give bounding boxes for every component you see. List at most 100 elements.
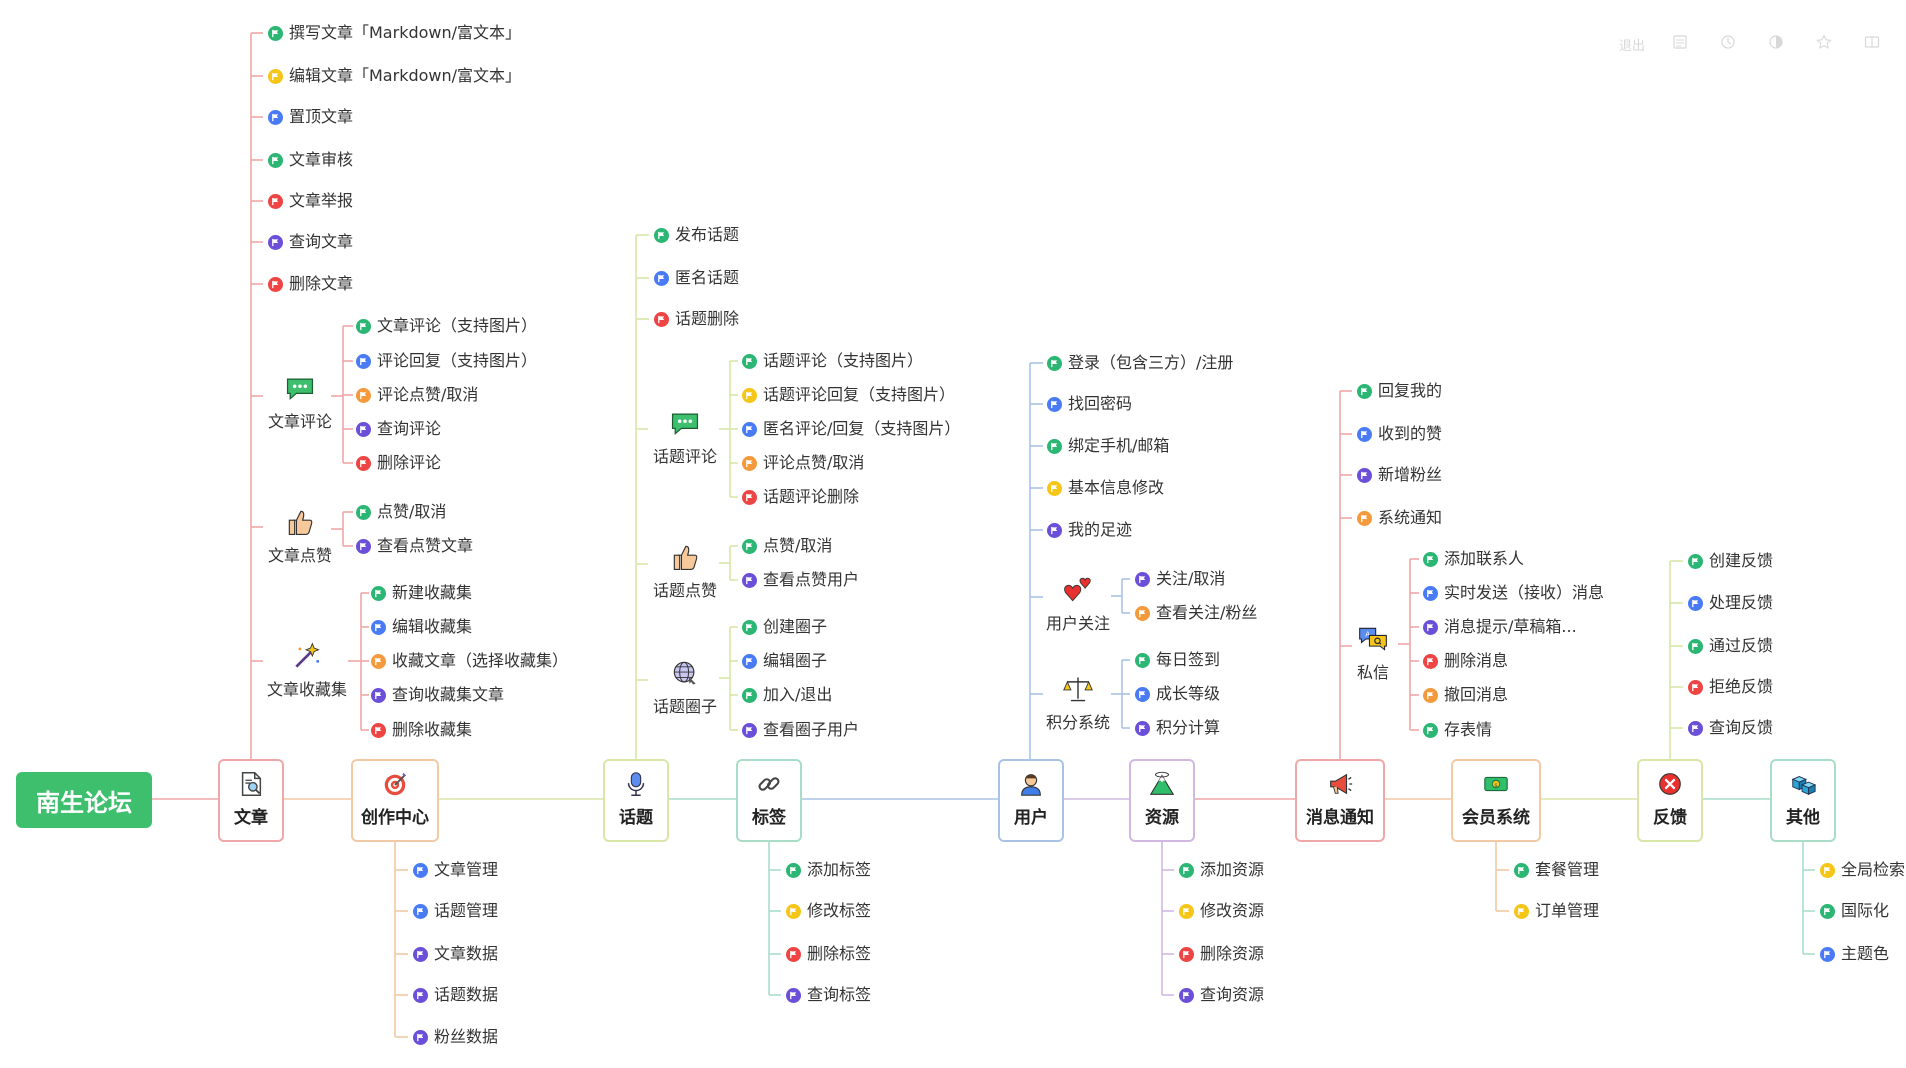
group-topic-comment[interactable]: 话题评论 <box>645 405 725 467</box>
resource-leaf[interactable]: 查询资源 <box>1179 984 1264 1006</box>
notify-leaf[interactable]: 回复我的 <box>1357 380 1442 402</box>
group-article-collect[interactable]: 文章收藏集 <box>267 638 347 700</box>
branch-tag[interactable]: 标签 <box>736 759 802 842</box>
exit-button[interactable]: 退出 <box>1608 26 1656 62</box>
resource-leaf[interactable]: 删除资源 <box>1179 943 1264 965</box>
collect-leaf[interactable]: 查询收藏集文章 <box>371 684 504 706</box>
private-leaf[interactable]: 存表情 <box>1423 719 1492 741</box>
branch-member[interactable]: $会员系统 <box>1451 759 1541 842</box>
creation-leaf[interactable]: 话题管理 <box>413 900 498 922</box>
collect-leaf[interactable]: 收藏文章（选择收藏集） <box>371 650 568 672</box>
branch-user[interactable]: 用户 <box>998 759 1064 842</box>
topic-comment-leaf[interactable]: 话题评论删除 <box>742 486 859 508</box>
points-leaf[interactable]: 成长等级 <box>1135 683 1220 705</box>
group-topic-circle[interactable]: 话题圈子 <box>645 655 725 717</box>
tag-leaf[interactable]: 删除标签 <box>786 943 871 965</box>
tag-leaf[interactable]: 查询标签 <box>786 984 871 1006</box>
private-leaf[interactable]: 消息提示/草稿箱... <box>1423 616 1577 638</box>
circle-leaf[interactable]: 编辑圈子 <box>742 650 827 672</box>
theme-button[interactable] <box>1752 26 1800 62</box>
user-leaf[interactable]: 登录（包含三方）/注册 <box>1047 352 1233 374</box>
like-leaf[interactable]: 查看点赞文章 <box>356 535 473 557</box>
root-node[interactable]: 南生论坛 <box>16 772 152 828</box>
group-user-follow[interactable]: 用户关注 <box>1038 572 1118 634</box>
branch-article[interactable]: 文章 <box>218 759 284 842</box>
topic-leaf[interactable]: 发布话题 <box>654 224 739 246</box>
points-leaf[interactable]: 每日签到 <box>1135 649 1220 671</box>
notify-leaf[interactable]: 系统通知 <box>1357 507 1442 529</box>
user-leaf[interactable]: 我的足迹 <box>1047 519 1132 541</box>
article-leaf[interactable]: 删除文章 <box>268 273 353 295</box>
group-topic-like[interactable]: 话题点赞 <box>645 539 725 601</box>
article-leaf[interactable]: 编辑文章「Markdown/富文本」 <box>268 65 521 87</box>
private-leaf[interactable]: 添加联系人 <box>1423 548 1524 570</box>
other-leaf[interactable]: 国际化 <box>1820 900 1889 922</box>
comment-leaf[interactable]: 查询评论 <box>356 418 441 440</box>
topic-like-leaf[interactable]: 点赞/取消 <box>742 535 832 557</box>
follow-leaf[interactable]: 查看关注/粉丝 <box>1135 602 1257 624</box>
article-leaf[interactable]: 置顶文章 <box>268 106 353 128</box>
notify-leaf[interactable]: 新增粉丝 <box>1357 464 1442 486</box>
member-leaf[interactable]: 订单管理 <box>1514 900 1599 922</box>
resource-leaf[interactable]: 修改资源 <box>1179 900 1264 922</box>
private-leaf[interactable]: 实时发送（接收）消息 <box>1423 582 1604 604</box>
circle-leaf[interactable]: 查看圈子用户 <box>742 719 859 741</box>
branch-other[interactable]: 其他 <box>1770 759 1836 842</box>
favorite-button[interactable] <box>1800 26 1848 62</box>
circle-leaf[interactable]: 加入/退出 <box>742 684 832 706</box>
article-leaf[interactable]: 查询文章 <box>268 231 353 253</box>
article-leaf[interactable]: 撰写文章「Markdown/富文本」 <box>268 22 521 44</box>
notify-leaf[interactable]: 收到的赞 <box>1357 423 1442 445</box>
topic-leaf[interactable]: 匿名话题 <box>654 267 739 289</box>
topic-comment-leaf[interactable]: 评论点赞/取消 <box>742 452 864 474</box>
user-leaf[interactable]: 找回密码 <box>1047 393 1132 415</box>
comment-leaf[interactable]: 删除评论 <box>356 452 441 474</box>
tag-leaf[interactable]: 添加标签 <box>786 859 871 881</box>
collect-leaf[interactable]: 编辑收藏集 <box>371 616 472 638</box>
user-leaf[interactable]: 绑定手机/邮箱 <box>1047 435 1169 457</box>
private-leaf[interactable]: 删除消息 <box>1423 650 1508 672</box>
outline-button[interactable] <box>1656 26 1704 62</box>
group-article-like[interactable]: 文章点赞 <box>260 504 340 566</box>
topic-comment-leaf[interactable]: 话题评论回复（支持图片） <box>742 384 955 406</box>
feedback-leaf[interactable]: 创建反馈 <box>1688 550 1773 572</box>
member-leaf[interactable]: 套餐管理 <box>1514 859 1599 881</box>
comment-leaf[interactable]: 文章评论（支持图片） <box>356 315 537 337</box>
feedback-leaf[interactable]: 拒绝反馈 <box>1688 676 1773 698</box>
collect-leaf[interactable]: 新建收藏集 <box>371 582 472 604</box>
creation-leaf[interactable]: 文章管理 <box>413 859 498 881</box>
topic-comment-leaf[interactable]: 话题评论（支持图片） <box>742 350 923 372</box>
article-leaf[interactable]: 文章举报 <box>268 190 353 212</box>
group-user-points[interactable]: 积分系统 <box>1038 671 1118 733</box>
creation-leaf[interactable]: 文章数据 <box>413 943 498 965</box>
branch-feedback[interactable]: 反馈 <box>1637 759 1703 842</box>
user-leaf[interactable]: 基本信息修改 <box>1047 477 1164 499</box>
creation-leaf[interactable]: 话题数据 <box>413 984 498 1006</box>
other-leaf[interactable]: 全局检索 <box>1820 859 1905 881</box>
resource-leaf[interactable]: 添加资源 <box>1179 859 1264 881</box>
feedback-leaf[interactable]: 通过反馈 <box>1688 635 1773 657</box>
private-leaf[interactable]: 撤回消息 <box>1423 684 1508 706</box>
circle-leaf[interactable]: 创建圈子 <box>742 616 827 638</box>
topic-like-leaf[interactable]: 查看点赞用户 <box>742 569 859 591</box>
group-article-comment[interactable]: 文章评论 <box>260 370 340 432</box>
branch-resource[interactable]: 资源 <box>1129 759 1195 842</box>
points-leaf[interactable]: 积分计算 <box>1135 717 1220 739</box>
topic-leaf[interactable]: 话题删除 <box>654 308 739 330</box>
other-leaf[interactable]: 主题色 <box>1820 943 1889 965</box>
history-button[interactable] <box>1704 26 1752 62</box>
article-leaf[interactable]: 文章审核 <box>268 149 353 171</box>
feedback-leaf[interactable]: 查询反馈 <box>1688 717 1773 739</box>
like-leaf[interactable]: 点赞/取消 <box>356 501 446 523</box>
comment-leaf[interactable]: 评论点赞/取消 <box>356 384 478 406</box>
collect-leaf[interactable]: 删除收藏集 <box>371 719 472 741</box>
branch-notify[interactable]: 消息通知 <box>1295 759 1385 842</box>
branch-topic[interactable]: 话题 <box>603 759 669 842</box>
creation-leaf[interactable]: 粉丝数据 <box>413 1026 498 1048</box>
follow-leaf[interactable]: 关注/取消 <box>1135 568 1225 590</box>
feedback-leaf[interactable]: 处理反馈 <box>1688 592 1773 614</box>
topic-comment-leaf[interactable]: 匿名评论/回复（支持图片） <box>742 418 960 440</box>
branch-creation[interactable]: 创作中心 <box>351 759 439 842</box>
comment-leaf[interactable]: 评论回复（支持图片） <box>356 350 537 372</box>
